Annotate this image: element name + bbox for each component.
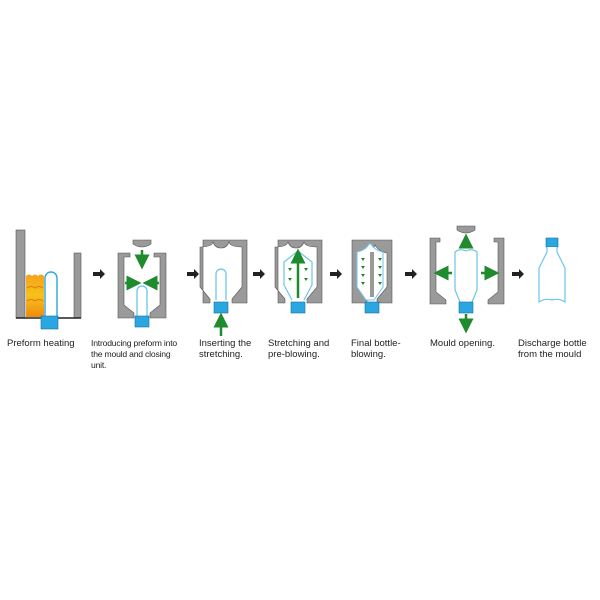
process-arrows	[93, 269, 524, 279]
mould-half-left	[117, 252, 135, 319]
mould-half-right	[487, 237, 505, 305]
preform	[44, 271, 58, 316]
mould-half-right	[149, 252, 167, 319]
step-label-introducing-preform: Introducing preform into the mould and c…	[91, 338, 177, 370]
arrow-right-icon	[187, 269, 199, 279]
arrow-right-icon	[512, 269, 524, 279]
arrow-right-icon	[405, 269, 417, 279]
flame-icon	[26, 274, 44, 317]
preform-cap	[40, 315, 59, 330]
arrow-right-icon	[93, 269, 105, 279]
step-label-stretching-preblowing: Stretching and pre-blowing.	[268, 338, 330, 360]
step-label-final-blowing: Final bottle- blowing.	[351, 338, 401, 360]
mould-half-left	[429, 237, 447, 305]
finished-bottle	[538, 247, 566, 304]
step-mould-opening	[429, 225, 505, 334]
step-label-discharge-bottle: Discharge bottle from the mould	[518, 338, 587, 360]
step-label-inserting-stretching: Inserting the stretching.	[199, 338, 252, 360]
heater-wall-left	[15, 229, 26, 319]
step-stretching-preblowing	[274, 239, 323, 314]
step-introducing-preform	[117, 239, 167, 328]
step-final-blowing	[351, 239, 393, 314]
bottle-cap	[545, 237, 559, 248]
step-discharge-bottle	[538, 237, 566, 304]
step-label-mould-opening: Mould opening.	[430, 338, 495, 349]
arrow-right-icon	[253, 269, 265, 279]
step-preform-heating	[15, 229, 82, 330]
arrow-right-icon	[330, 269, 342, 279]
heater-wall-right	[73, 252, 82, 319]
step-inserting-stretching	[199, 239, 248, 336]
step-label-preform-heating: Preform heating	[7, 338, 75, 349]
